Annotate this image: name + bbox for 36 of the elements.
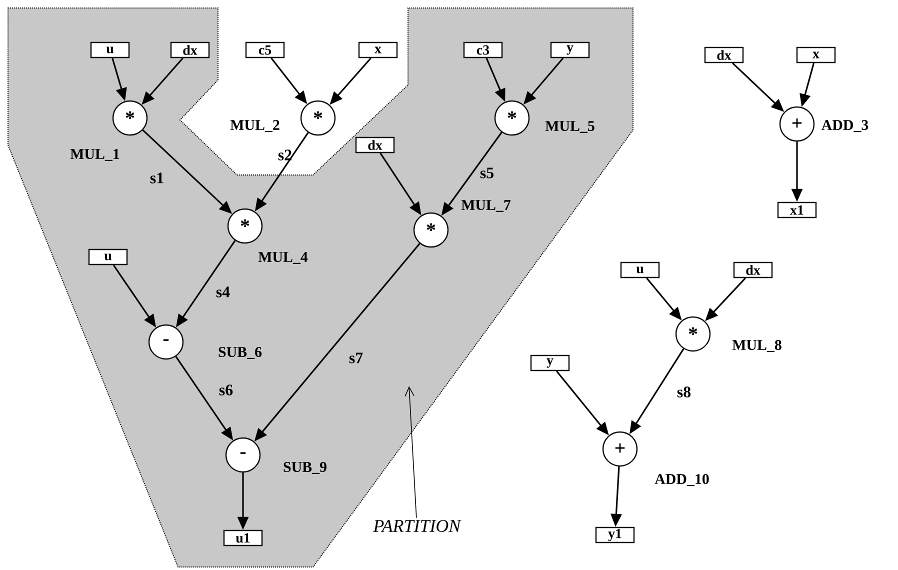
variable-box: c3 <box>463 42 503 58</box>
variable-box: dx <box>170 42 210 58</box>
variable-box: u <box>90 42 130 58</box>
variable-box: dx <box>704 46 744 64</box>
operation-label: ADD_3 <box>821 120 868 132</box>
operation-label: MUL_4 <box>258 252 308 264</box>
variable-box: u1 <box>223 530 263 546</box>
variable-box: x1 <box>777 202 817 218</box>
edge-label: s5 <box>480 168 494 178</box>
variable-box: dx <box>733 262 773 278</box>
edge-label: s6 <box>219 384 233 396</box>
variable-box: u <box>620 262 660 278</box>
edge-label: s4 <box>216 286 230 298</box>
edge-label: s1 <box>150 172 164 184</box>
operation-label: SUB_9 <box>284 462 326 474</box>
operation-label: SUB_6 <box>218 347 262 359</box>
variable-box: y <box>550 42 590 58</box>
variable-box: y1 <box>595 526 635 544</box>
variable-box: c5 <box>245 42 285 58</box>
partition-region <box>8 8 634 568</box>
edge-label: s7 <box>349 352 363 364</box>
operation-label: MUL_7 <box>461 200 511 212</box>
operation-label: MUL_1 <box>70 149 120 161</box>
operation-label: MUL_5 <box>545 121 594 133</box>
operation-label: MUL_8 <box>732 340 782 352</box>
leader-arrow <box>404 386 417 518</box>
operation-label: MUL_2 <box>230 120 280 132</box>
operation-label: ADD_10 <box>654 474 709 486</box>
variable-box: u <box>88 248 128 266</box>
edge-label: s2 <box>278 150 292 160</box>
edge-label: s8 <box>677 386 691 398</box>
variable-box: dx <box>355 136 395 154</box>
partition-label: PARTITION <box>373 520 462 532</box>
variable-box: x <box>358 42 398 58</box>
variable-box: y <box>530 354 570 372</box>
variable-box: x <box>796 46 836 64</box>
